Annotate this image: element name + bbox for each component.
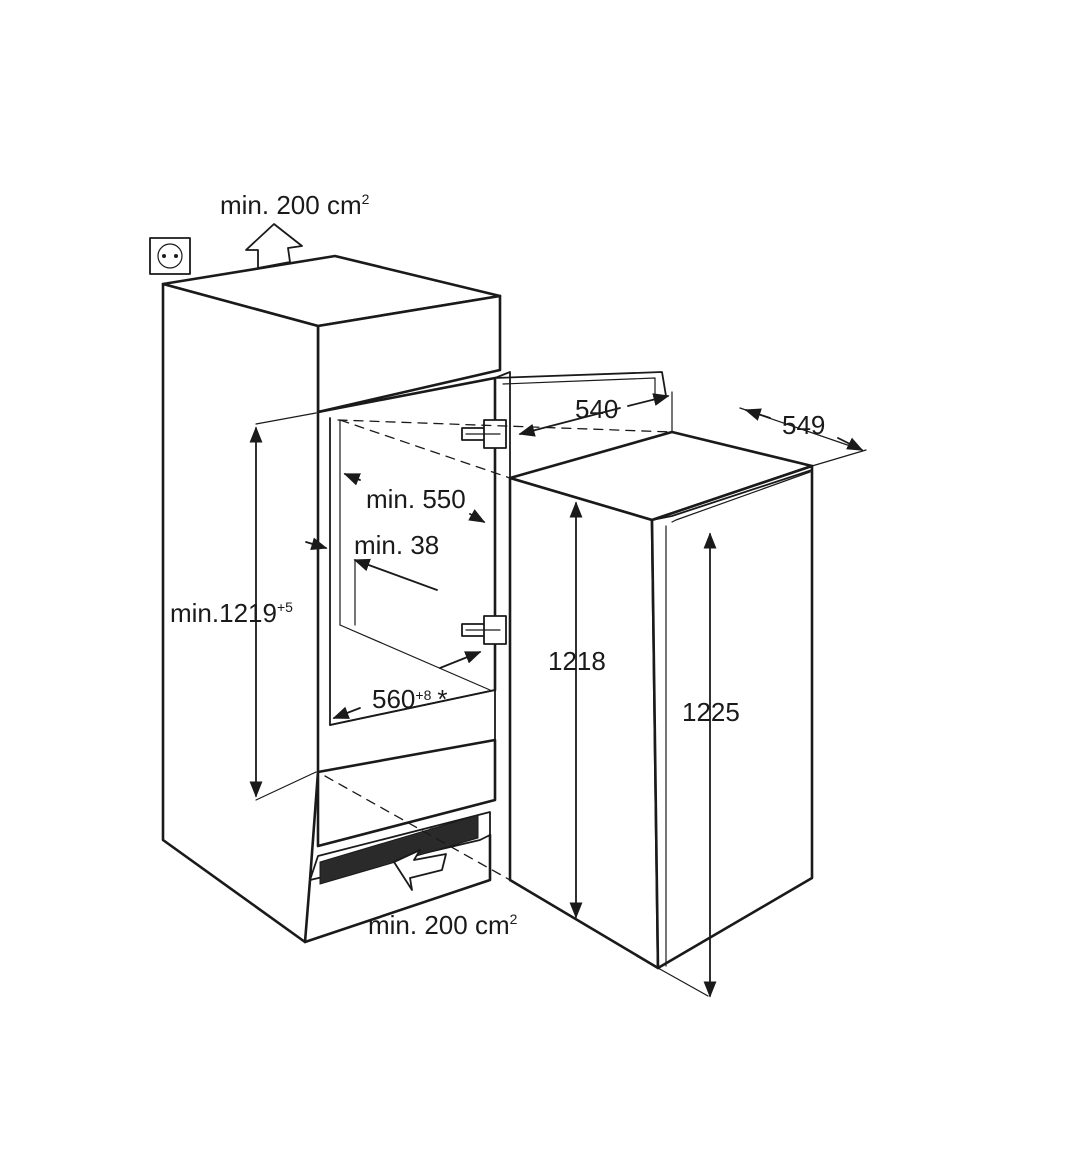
power-socket-icon xyxy=(149,237,191,275)
vent-top-label: min. 200 cm2 xyxy=(220,190,370,220)
vent-in-arrow-icon xyxy=(393,825,447,891)
dashed-guides xyxy=(324,419,673,881)
appliance-depth-label: 549 xyxy=(782,410,825,440)
dimension-arrows xyxy=(249,393,864,998)
niche-height-label: min.1219+5 xyxy=(170,598,293,628)
top-hinge xyxy=(461,419,507,449)
niche-depth-label: min. 550 xyxy=(366,484,466,514)
bottom-hinge xyxy=(461,615,507,645)
appliance-height-total-label: 1225 xyxy=(682,697,740,727)
appliance xyxy=(508,430,814,970)
appliance-width-label: 540 xyxy=(575,394,618,424)
cabinet-niche xyxy=(161,254,511,944)
vent-up-arrow-icon xyxy=(245,223,303,269)
min-38-label: min. 38 xyxy=(354,530,439,560)
vent-bottom-label: min. 200 cm2 xyxy=(368,910,518,940)
extension-lines xyxy=(255,407,867,997)
niche-width-label: 560+8* xyxy=(372,684,447,714)
appliance-height-body-label: 1218 xyxy=(548,646,606,676)
door-outline xyxy=(494,371,673,433)
